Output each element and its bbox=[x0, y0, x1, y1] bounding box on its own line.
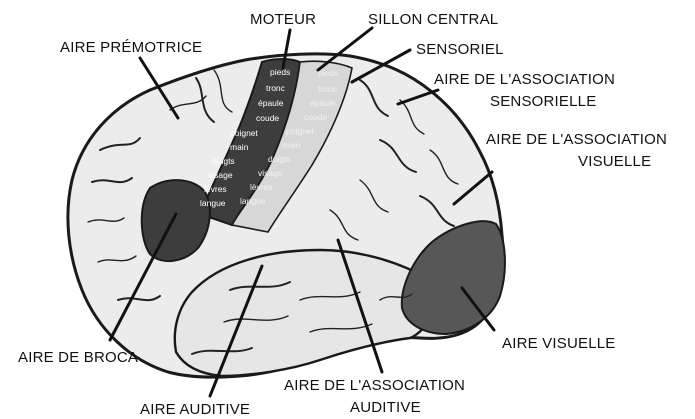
label-assoc-auditive-line1: AIRE DE L'ASSOCIATION bbox=[284, 377, 465, 394]
motor-part-label: tronc bbox=[266, 83, 286, 93]
label-aire-premotrice: AIRE PRÉMOTRICE bbox=[60, 39, 202, 56]
motor-part-label: pieds bbox=[270, 67, 290, 77]
motor-part-label: poignet bbox=[230, 128, 259, 138]
label-assoc-visuelle-line2: VISUELLE bbox=[578, 153, 651, 170]
sensory-part-label: lèvres bbox=[250, 182, 273, 192]
sensory-part-label: épaule bbox=[310, 98, 336, 108]
label-assoc-auditive-line2: AUDITIVE bbox=[350, 399, 421, 416]
label-moteur: MOTEUR bbox=[250, 11, 316, 28]
label-aire-auditive: AIRE AUDITIVE bbox=[140, 401, 250, 418]
sensory-part-label: doigts bbox=[268, 154, 291, 164]
label-sensoriel: SENSORIEL bbox=[416, 41, 504, 58]
motor-part-label: lèvres bbox=[204, 184, 227, 194]
sensory-part-label: main bbox=[282, 140, 301, 150]
motor-part-label: visage bbox=[208, 170, 233, 180]
motor-part-label: main bbox=[230, 142, 249, 152]
sensory-part-label: visage bbox=[258, 168, 283, 178]
label-aire-visuelle: AIRE VISUELLE bbox=[502, 335, 615, 352]
motor-part-label: langue bbox=[200, 198, 226, 208]
label-assoc-sensorielle-line1: AIRE DE L'ASSOCIATION bbox=[434, 71, 615, 88]
label-aire-broca: AIRE DE BROCA bbox=[18, 349, 138, 366]
sensory-part-label: langue bbox=[240, 196, 266, 206]
sensory-part-label: poignet bbox=[286, 126, 315, 136]
motor-part-label: coude bbox=[256, 113, 279, 123]
label-sillon-central: SILLON CENTRAL bbox=[368, 11, 498, 28]
label-assoc-visuelle-line1: AIRE DE L'ASSOCIATION bbox=[486, 131, 667, 148]
label-assoc-sensorielle-line2: SENSORIELLE bbox=[490, 93, 596, 110]
sensory-part-label: tronc bbox=[318, 84, 338, 94]
motor-part-label: épaule bbox=[258, 98, 284, 108]
sensory-part-label: coude bbox=[304, 112, 327, 122]
motor-part-label: doigts bbox=[212, 156, 235, 166]
